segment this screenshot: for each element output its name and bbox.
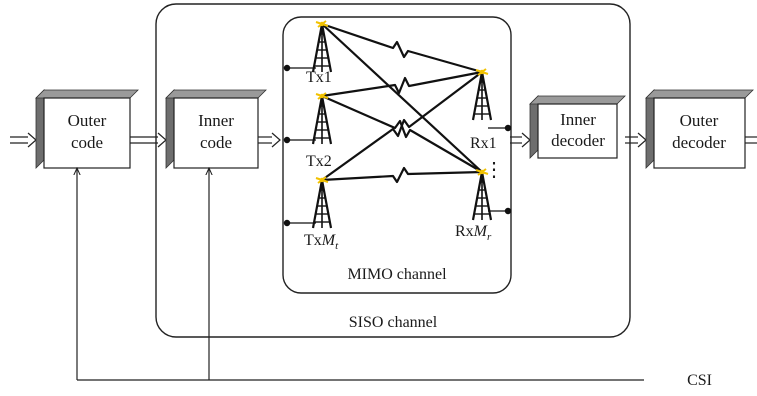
outer-code-block: Outer code bbox=[35, 89, 139, 169]
tx1-label: Tx1 bbox=[306, 69, 332, 86]
siso-channel-frame bbox=[155, 3, 631, 338]
inner-decoder-block: Inner decoder bbox=[529, 95, 626, 159]
siso-channel-label: SISO channel bbox=[349, 314, 438, 331]
rx1-label: Rx1 bbox=[470, 135, 497, 152]
tx-feeders bbox=[283, 64, 316, 227]
outer-decoder-label-line1: Outer bbox=[680, 111, 719, 130]
rx-ellipsis: ⋮ bbox=[484, 159, 504, 181]
csi-label: CSI bbox=[687, 372, 712, 389]
inner-decoder-label-line2: decoder bbox=[551, 131, 605, 150]
mimo-channel-label: MIMO channel bbox=[347, 266, 447, 283]
txmt-label: TxMt bbox=[304, 232, 339, 252]
rx-feeders bbox=[488, 124, 512, 215]
inner-code-block: Inner code bbox=[165, 89, 267, 169]
signal-path bbox=[10, 132, 757, 148]
outer-code-label-line2: code bbox=[71, 133, 103, 152]
inner-code-label-line1: Inner bbox=[198, 111, 234, 130]
tx2-label: Tx2 bbox=[306, 153, 332, 170]
mimo-channel-frame bbox=[282, 16, 512, 294]
txmt-antenna-icon bbox=[311, 175, 333, 230]
csi-feedback-lines bbox=[77, 168, 644, 381]
inner-decoder-label-line1: Inner bbox=[560, 110, 596, 129]
outer-decoder-block: Outer decoder bbox=[645, 89, 754, 169]
outer-code-label-line1: Outer bbox=[68, 111, 107, 130]
rxmr-label: RxMr bbox=[455, 223, 492, 243]
inner-code-label-line2: code bbox=[200, 133, 232, 152]
mimo-links bbox=[321, 22, 483, 184]
tx2-antenna-icon bbox=[311, 91, 333, 146]
outer-decoder-label-line2: decoder bbox=[672, 133, 726, 152]
